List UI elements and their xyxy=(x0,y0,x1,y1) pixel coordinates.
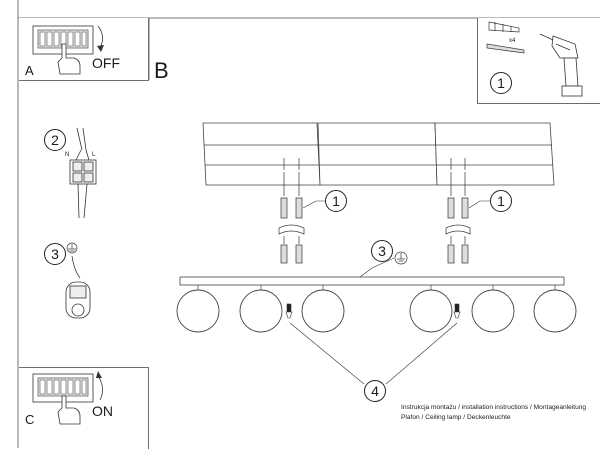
hand-icon xyxy=(57,43,81,75)
panel-a-letter: A xyxy=(25,63,34,78)
on-label: ON xyxy=(92,403,113,419)
ceiling-block xyxy=(202,122,555,186)
step-1-right-badge: 1 xyxy=(490,190,512,212)
panel-b-letter: B xyxy=(154,58,169,83)
step-1-left-badge: 1 xyxy=(325,190,347,212)
step-4-badge: 4 xyxy=(364,380,386,402)
globe-shades xyxy=(176,289,577,333)
caption-line-1: Instrukcja montażu / installation instru… xyxy=(401,404,587,411)
panel-a xyxy=(19,18,149,81)
step-3-badge: 3 xyxy=(371,240,393,262)
right-mounting-screws xyxy=(445,158,471,264)
live-label: L xyxy=(92,152,96,158)
ground-symbol-icon xyxy=(66,242,78,254)
bulb-icons xyxy=(285,303,461,319)
caption-line-2: Plafon / Ceiling lamp / Deckenleuchte xyxy=(401,414,511,421)
terminal-block-icon xyxy=(69,127,97,219)
wall-plug-icon xyxy=(488,21,520,33)
step-3-ground-badge: 3 xyxy=(44,243,66,265)
switch-box-icon xyxy=(32,373,94,403)
panel-c-letter: C xyxy=(25,412,35,427)
hand-icon xyxy=(57,395,81,425)
screw-icon xyxy=(486,43,525,54)
step-2-badge: 2 xyxy=(44,129,66,151)
off-label: OFF xyxy=(92,55,120,71)
neutral-label: N xyxy=(65,152,70,158)
ground-symbol-icon xyxy=(394,251,408,265)
left-mounting-screws xyxy=(278,158,305,264)
switch-box-icon xyxy=(32,25,94,55)
kit-count: x4 xyxy=(509,38,516,44)
drill-icon xyxy=(539,33,583,97)
step-1-kit-badge: 1 xyxy=(490,72,512,94)
lamp-bar xyxy=(179,276,565,286)
